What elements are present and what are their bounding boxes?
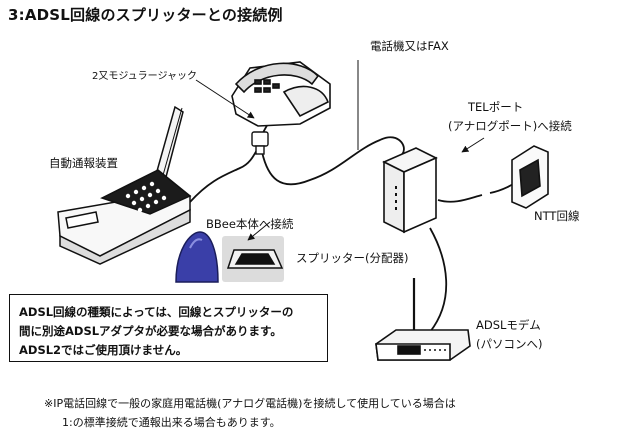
tel-port-label-2: (アナログポート)へ接続: [448, 119, 572, 133]
page-title: 3:ADSL回線のスプリッターとの接続例: [8, 6, 283, 24]
tel-port-label-1: TELポート: [468, 100, 524, 114]
notice-line-2: 間に別途ADSLアダプタが必要な場合があります。: [19, 324, 282, 338]
footnote-line-2: 1:の標準接続で通報出来る場合もあります。: [62, 416, 281, 429]
modem-label-1: ADSLモデム: [476, 318, 541, 332]
cable-device-to-jack: [189, 147, 259, 203]
tel-port-callout: [461, 137, 485, 153]
phone-label: 電話機又はFAX: [370, 39, 449, 53]
bbee-icon: [175, 231, 219, 283]
cable-splitter-to-wall: [437, 194, 483, 203]
footnote: ※IP電話回線で一般の家庭用電話機(アナログ電話機)を接続して使用している場合は…: [44, 394, 456, 432]
cable-jack-to-splitter: [261, 136, 405, 186]
cable-splitter-to-modem: [429, 227, 448, 333]
jack-callout: [195, 79, 255, 119]
telephone-icon: [231, 61, 331, 127]
notice-line-1: ADSL回線の種類によっては、回線とスプリッターの: [19, 305, 294, 319]
modem-label-2: (パソコンへ): [476, 337, 543, 351]
notice-box: ADSL回線の種類によっては、回線とスプリッターの 間に別途ADSLアダプタが必…: [9, 294, 328, 362]
adsl-modem-icon: [375, 278, 471, 361]
splitter-label: スプリッター(分配器): [296, 251, 409, 265]
notice-line-3: ADSL2ではご使用頂けません。: [19, 343, 188, 357]
bbee-base-icon: [222, 236, 284, 282]
callout-lines: [195, 79, 485, 241]
splitter-icon: [382, 147, 438, 234]
jack-label: 2又モジュラージャック: [92, 71, 197, 82]
bbee-callout: [247, 221, 271, 241]
modular-jack-icon: [251, 131, 269, 155]
bbee-label: BBee本体へ接続: [206, 217, 294, 231]
wall-socket-icon: [511, 145, 549, 209]
ntt-label: NTT回線: [534, 209, 580, 223]
device-label: 自動通報装置: [49, 156, 118, 170]
footnote-line-1: ※IP電話回線で一般の家庭用電話機(アナログ電話機)を接続して使用している場合は: [44, 397, 456, 410]
auto-report-device-icon: [57, 105, 192, 265]
